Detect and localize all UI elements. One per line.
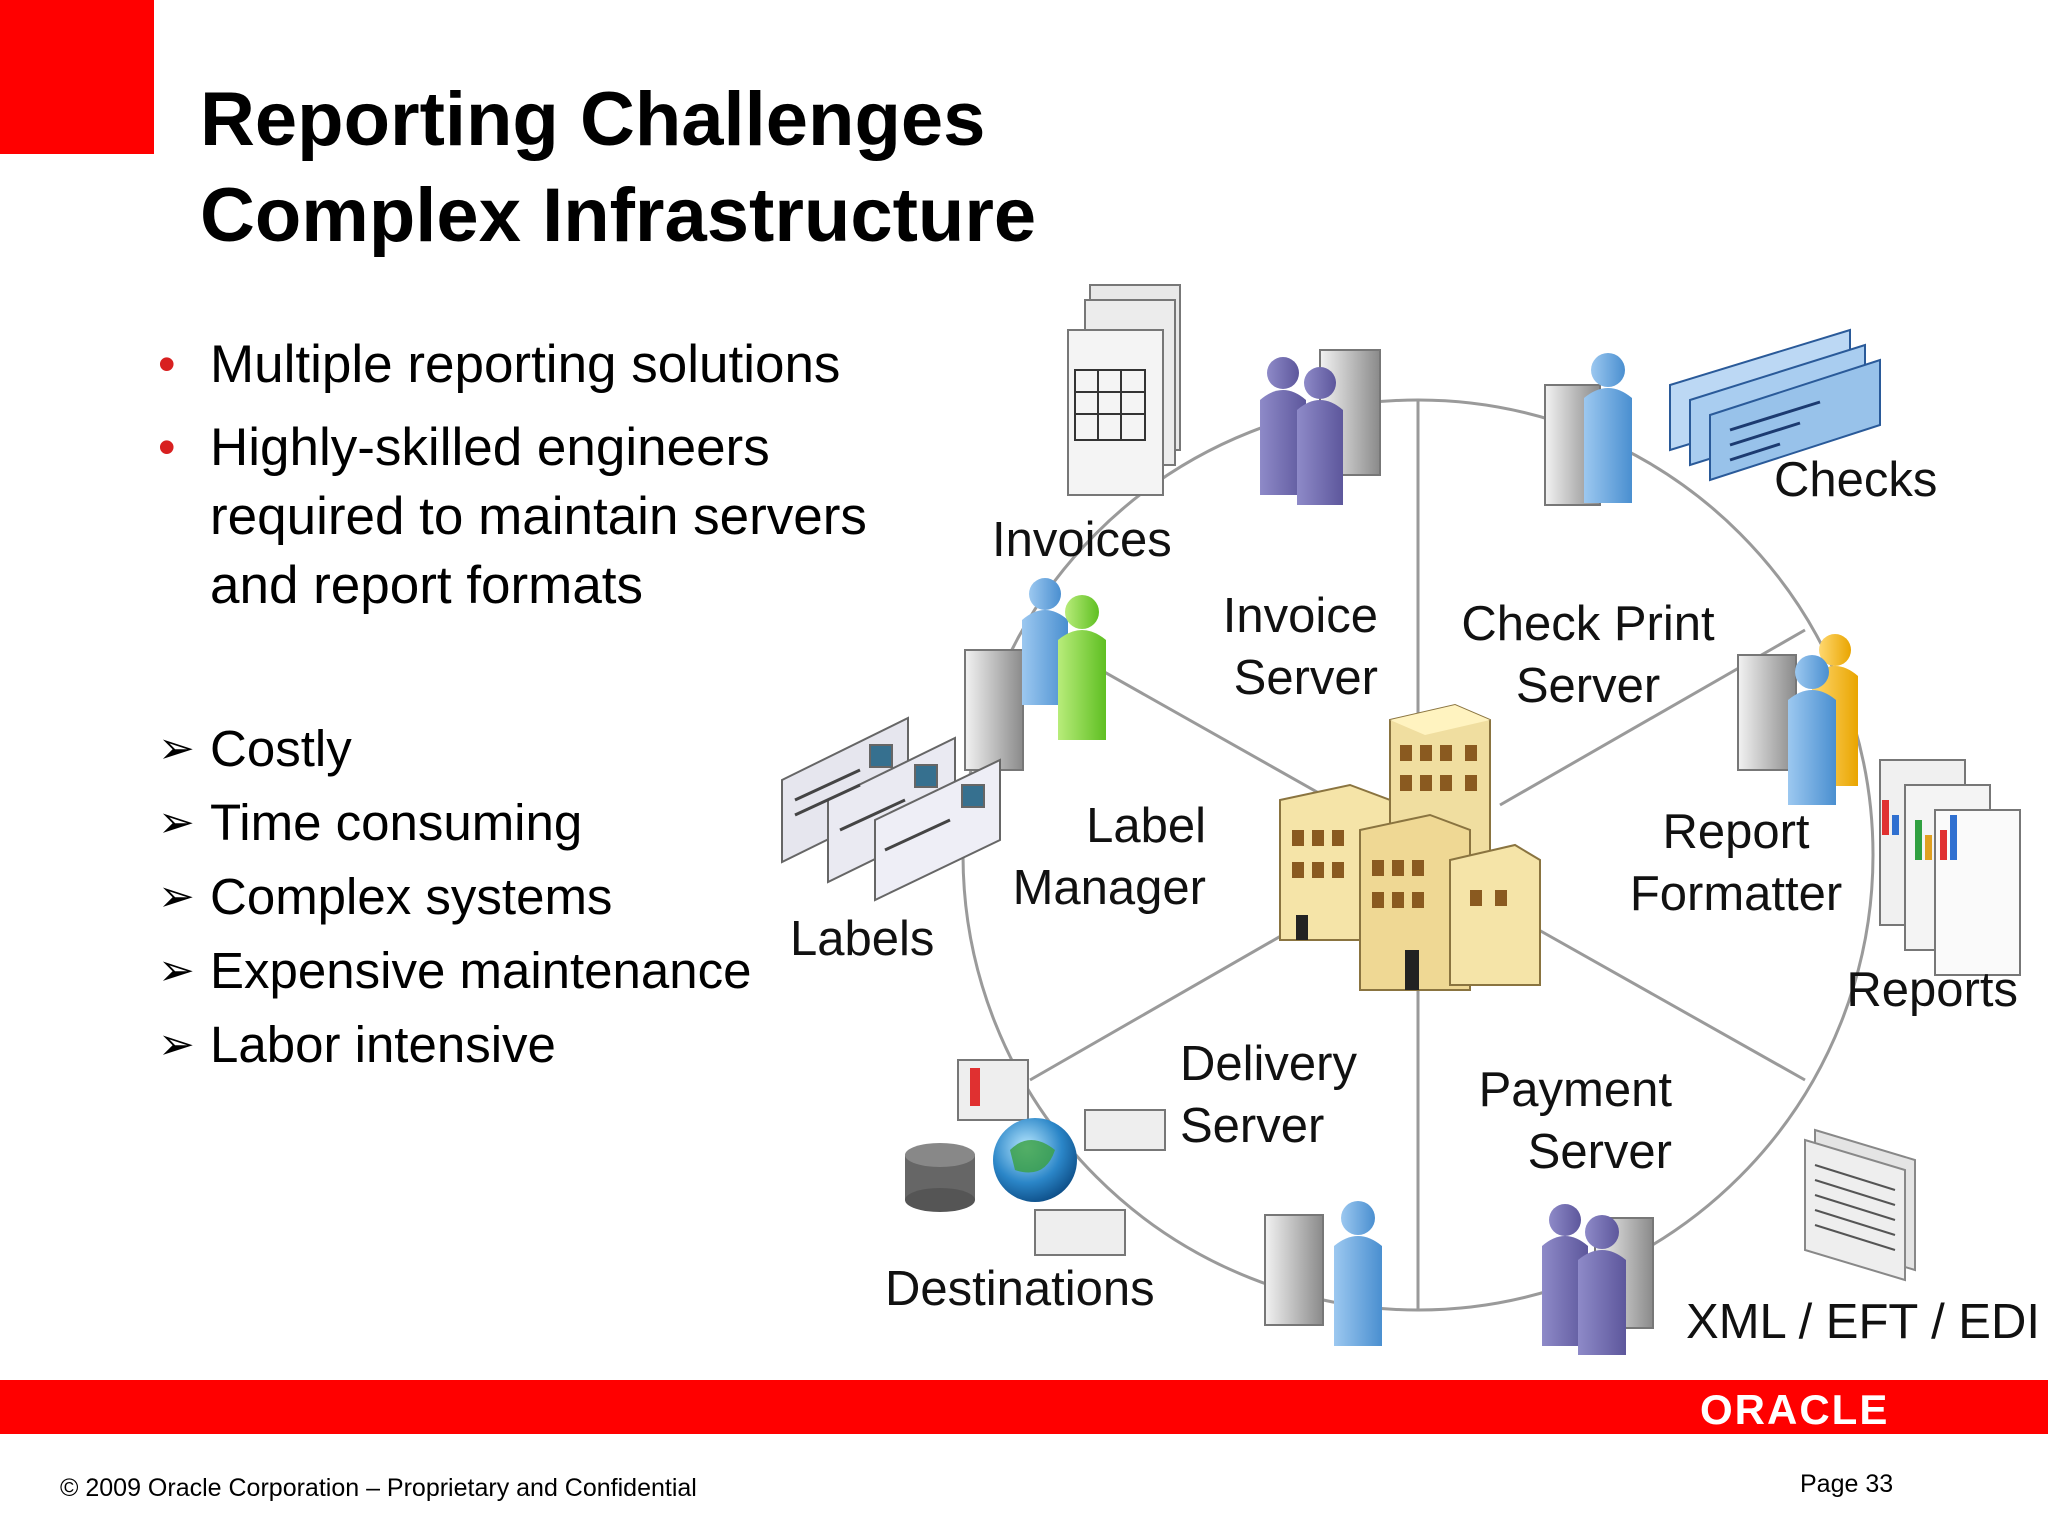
bullet-item: • Highly-skilled engineers required to ma…: [150, 413, 950, 620]
label-manager-people-icon: [964, 578, 1106, 771]
label-payment-server-line1: Payment: [1479, 1063, 1673, 1117]
challenge-text: Complex systems: [210, 868, 613, 925]
label-delivery-server-line2: Server: [1180, 1099, 1324, 1153]
title-line-2: Complex Infrastructure: [200, 173, 1037, 258]
label-delivery-server-line1: Delivery: [1180, 1037, 1357, 1091]
challenge-item: ➢ Costly: [150, 712, 752, 786]
bullet-list: • Multiple reporting solutions • Highly-sk…: [150, 330, 950, 634]
title-line-1: Reporting Challenges: [200, 77, 986, 162]
challenge-item: ➢ Labor intensive: [150, 1008, 752, 1082]
arrow-bullet-icon: ➢: [158, 946, 195, 995]
challenge-item: ➢ Complex systems: [150, 860, 752, 934]
challenge-text: Expensive maintenance: [210, 942, 752, 999]
challenge-item: ➢ Expensive maintenance: [150, 934, 752, 1008]
bullet-marker: •: [158, 336, 176, 392]
label-report-formatter-line2: Formatter: [1630, 867, 1842, 921]
bullet-text: Highly-skilled engineers required to mai…: [210, 418, 867, 615]
label-report-formatter-line1: Report: [1662, 805, 1809, 859]
invoice-documents-icon: [1067, 284, 1181, 496]
label-reports: Reports: [1846, 963, 2018, 1017]
copyright-text: © 2009 Oracle Corporation – Proprietary …: [60, 1474, 697, 1502]
label-check-print-server-line2: Server: [1516, 659, 1660, 713]
label-check-print-server-line1: Check Print: [1461, 597, 1715, 651]
label-label-manager-line1: Label: [1086, 799, 1206, 853]
oracle-logo: ORACLE: [1700, 1386, 1890, 1433]
label-labels: Labels: [790, 912, 934, 966]
arrow-bullet-icon: ➢: [158, 1020, 195, 1069]
bullet-text: Multiple reporting solutions: [210, 335, 841, 394]
label-checks: Checks: [1774, 453, 1937, 507]
xml-documents-icon: [1804, 1128, 1916, 1282]
challenge-text: Costly: [210, 720, 352, 777]
accent-square: [0, 0, 154, 154]
delivery-channels-icon: [905, 1059, 1166, 1256]
report-formatter-people-icon: [1737, 634, 1858, 805]
payment-server-people-icon: [1542, 1204, 1654, 1355]
spoke-lower-right: [1529, 923, 1806, 1082]
label-sheets-icon: [781, 716, 1001, 902]
spoke-lower-left: [1029, 923, 1301, 1082]
challenge-item: ➢ Time consuming: [150, 786, 752, 860]
arrow-bullet-icon: ➢: [158, 798, 195, 847]
bullet-item: • Multiple reporting solutions: [150, 330, 950, 399]
page-number: Page 33: [1800, 1470, 1894, 1498]
check-documents-icon: [1669, 328, 1881, 482]
label-invoices: Invoices: [992, 513, 1172, 567]
challenge-text: Time consuming: [210, 794, 583, 851]
arrow-bullet-icon: ➢: [158, 724, 195, 773]
bullet-marker: •: [158, 419, 176, 475]
check-print-server-people-icon: [1544, 353, 1632, 506]
footer-bar: [0, 1380, 2048, 1434]
invoice-server-people-icon: [1260, 349, 1381, 505]
challenge-list: ➢ Costly ➢ Time consuming ➢ Complex systems…: [150, 712, 752, 1082]
label-xml-eft-edi: XML / EFT / EDI: [1686, 1295, 2040, 1349]
arrow-bullet-icon: ➢: [158, 872, 195, 921]
delivery-server-people-icon: [1264, 1201, 1382, 1346]
report-documents-icon: [1879, 759, 2021, 976]
label-destinations: Destinations: [885, 1262, 1155, 1316]
label-invoice-server-line2: Server: [1234, 651, 1378, 705]
label-invoice-server-line1: Invoice: [1223, 589, 1378, 643]
slide-title: Reporting Challenges Complex Infrastruct…: [200, 72, 1036, 264]
label-label-manager-line2: Manager: [1013, 861, 1206, 915]
building-icon: [1279, 703, 1541, 991]
label-payment-server-line2: Server: [1528, 1125, 1672, 1179]
challenge-text: Labor intensive: [210, 1016, 556, 1073]
